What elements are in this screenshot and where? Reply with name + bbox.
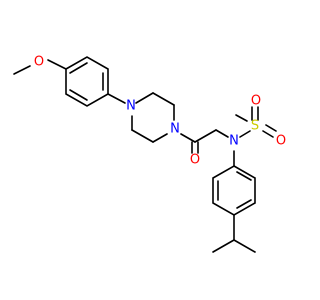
atom-o-methoxy: O [34,55,44,70]
atom-n-acyl: N [170,122,180,137]
bond-aryl-n [107,93,126,104]
ring-double-bond [236,199,252,209]
ring-double-bond [69,62,88,74]
isopropylphenyl-ring [212,165,256,216]
bond-carbonyl-ch2 [194,129,217,143]
bond-isopropyl-methyl [233,239,256,253]
sulfonyl-double-bond [265,124,277,132]
bond-s-methyl [235,114,248,122]
atom-n-sulfonamide: N [229,134,239,149]
molecule-structure: O N N O N S O O [13,55,286,253]
piperazine-bond [152,133,168,143]
methoxyphenyl-ring [65,56,109,107]
bond-isopropyl-methyl [212,239,235,253]
bond-ch2-n [215,129,229,138]
atom-o-carbonyl: O [190,153,200,168]
structure-canvas: O N N O N S O O [13,55,286,253]
atom-s-sulfonyl: S [251,119,259,134]
piperazine-bond [131,129,154,143]
piperazine-bond [135,92,154,104]
atom-n-aryl: N [126,99,136,114]
bond-methyl-o [13,65,31,75]
ring-double-bond [69,89,88,101]
piperazine-bond [152,92,175,106]
atom-o-sulfonyl-right: O [276,134,286,149]
bond-n-s [239,130,251,138]
atom-o-sulfonyl-top: O [251,94,261,109]
ring-double-bond [236,171,252,181]
bond-o-aryl [47,59,67,70]
sulfonyl-double-bond [262,130,274,138]
bond-n-carbonyl [180,133,196,143]
